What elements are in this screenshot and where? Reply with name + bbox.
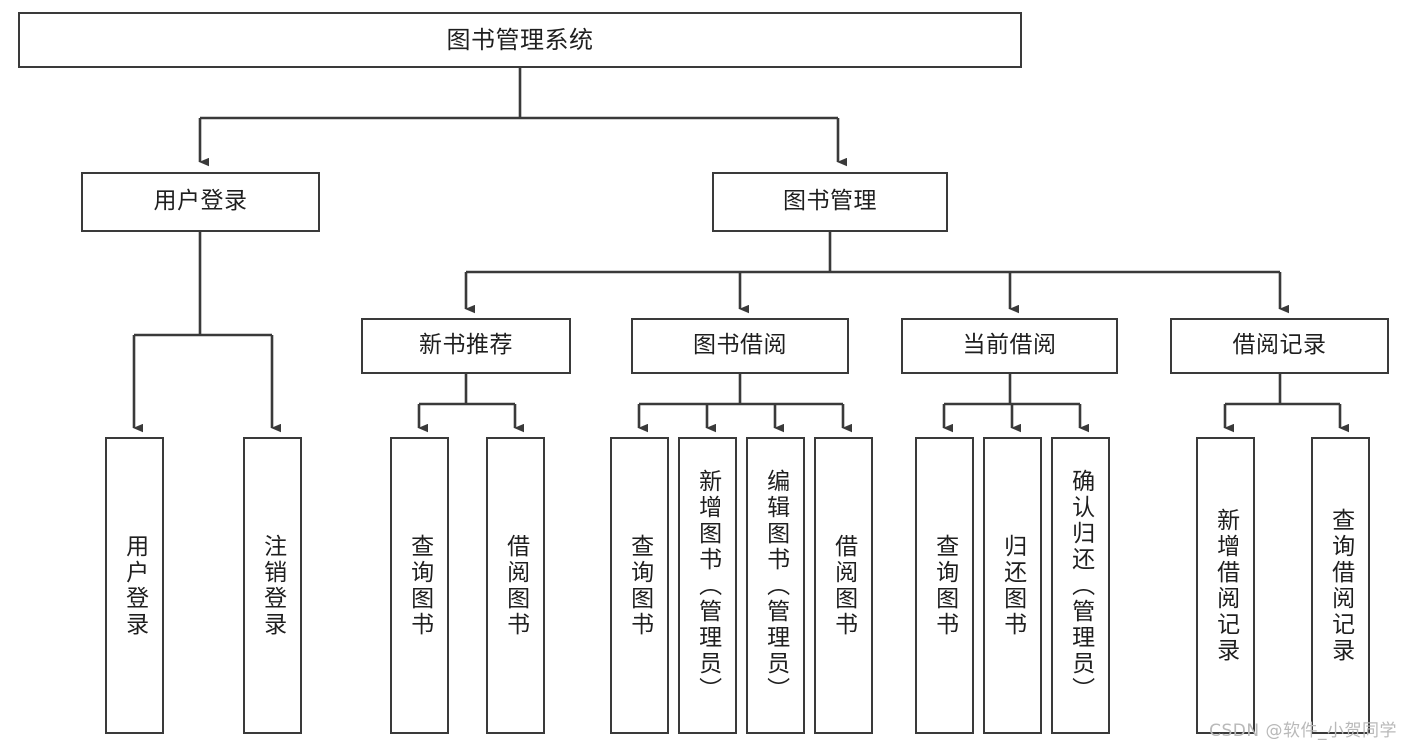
node-current-borrow[interactable]: 当前借阅	[901, 318, 1118, 374]
node-leaf-edit-book[interactable]: 编辑图书（管理员）	[746, 437, 805, 734]
node-leaf-user-login[interactable]: 用户登录	[105, 437, 164, 734]
node-leaf-query-book-1[interactable]: 查询图书	[390, 437, 449, 734]
node-new-book-rec-label: 新书推荐	[419, 332, 513, 359]
node-leaf-query-book-1-label: 查询图书	[406, 533, 433, 638]
node-book-borrow-label: 图书借阅	[693, 332, 787, 359]
node-current-borrow-label: 当前借阅	[962, 332, 1057, 359]
node-borrow-record-label: 借阅记录	[1232, 332, 1327, 359]
node-leaf-query-book-2-label: 查询图书	[626, 533, 653, 638]
node-book-borrow[interactable]: 图书借阅	[631, 318, 849, 374]
node-leaf-query-record-label: 查询借阅记录	[1327, 507, 1354, 664]
node-user-login[interactable]: 用户登录	[81, 172, 320, 232]
node-root[interactable]: 图书管理系统	[18, 12, 1022, 68]
node-leaf-add-book-label: 新增图书（管理员）	[694, 468, 721, 703]
node-leaf-user-login-label: 用户登录	[121, 533, 148, 638]
node-book-manage[interactable]: 图书管理	[712, 172, 948, 232]
node-leaf-return-book[interactable]: 归还图书	[983, 437, 1042, 734]
node-borrow-record[interactable]: 借阅记录	[1170, 318, 1389, 374]
node-user-login-label: 用户登录	[153, 188, 248, 215]
node-leaf-add-book[interactable]: 新增图书（管理员）	[678, 437, 737, 734]
node-leaf-confirm-return-label: 确认归还（管理员）	[1067, 468, 1094, 703]
node-book-manage-label: 图书管理	[783, 188, 877, 215]
node-leaf-logout-label: 注销登录	[259, 533, 286, 638]
node-leaf-borrow-book-2-label: 借阅图书	[830, 533, 857, 638]
node-leaf-add-record-label: 新增借阅记录	[1212, 507, 1239, 664]
node-leaf-return-book-label: 归还图书	[999, 533, 1026, 638]
node-leaf-query-book-3-label: 查询图书	[931, 533, 958, 638]
node-new-book-rec[interactable]: 新书推荐	[361, 318, 571, 374]
node-leaf-query-book-2[interactable]: 查询图书	[610, 437, 669, 734]
node-leaf-borrow-book-2[interactable]: 借阅图书	[814, 437, 873, 734]
node-leaf-query-record[interactable]: 查询借阅记录	[1311, 437, 1370, 734]
node-leaf-borrow-book-1-label: 借阅图书	[502, 533, 529, 638]
node-leaf-edit-book-label: 编辑图书（管理员）	[762, 468, 789, 703]
node-leaf-logout[interactable]: 注销登录	[243, 437, 302, 734]
node-leaf-confirm-return[interactable]: 确认归还（管理员）	[1051, 437, 1110, 734]
node-leaf-borrow-book-1[interactable]: 借阅图书	[486, 437, 545, 734]
node-leaf-add-record[interactable]: 新增借阅记录	[1196, 437, 1255, 734]
node-root-label: 图书管理系统	[446, 25, 594, 54]
node-leaf-query-book-3[interactable]: 查询图书	[915, 437, 974, 734]
